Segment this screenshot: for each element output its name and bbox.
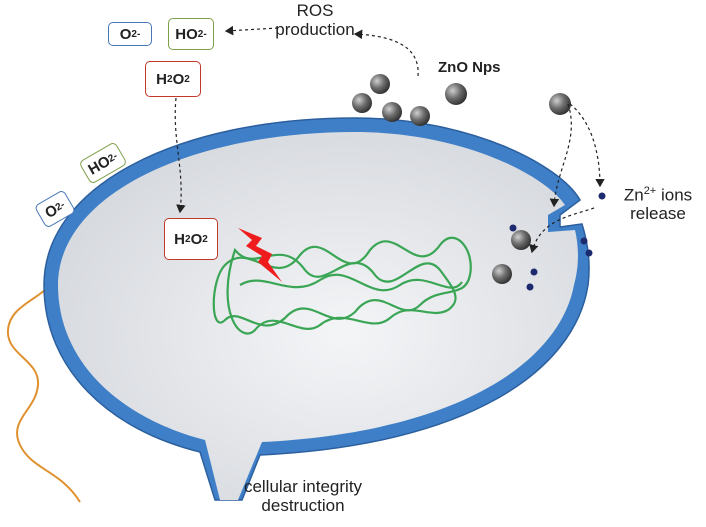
zinc-ion [526,283,534,291]
ho2-base: HO [175,25,198,43]
zn-rest: ions [656,185,693,205]
h2o2-b: O [172,70,185,88]
arrow-h2o2-into-cell [174,97,186,214]
ros-production-label: ROS production [255,1,375,39]
nanoparticle [445,83,467,105]
h2o2-sub1: 2 [167,73,173,85]
arrow-ion-release [529,207,595,254]
integrity-line2: destruction [261,495,345,515]
cellular-integrity-label: cellular integrity destruction [228,477,378,515]
zinc-ions-line1: Zn2+ ions [612,185,704,205]
nanoparticle [511,230,531,250]
zinc-ion [509,224,517,232]
arrow-zno-to-ros [353,29,419,77]
nanoparticle [492,264,512,284]
zno-nps-label: ZnO Nps [438,59,501,76]
nanoparticle [382,102,402,122]
h2o2-sub1: 2 [185,233,191,245]
zn-base: Zn [623,185,644,205]
ros-line2: production [275,19,355,39]
h2o2-b: O [190,230,203,248]
arrow-np-to-ion [569,103,605,188]
zinc-ions-release-label: Zn2+ ions release [612,185,704,224]
h2o2-a: H [156,70,168,88]
h2o2-sub2: 2 [184,73,190,85]
o2-sub: 2 [131,28,137,40]
zinc-ion [580,237,588,245]
nanoparticle [370,74,390,94]
ho2-sup: - [203,28,207,40]
damage-lightning-icon [238,228,282,282]
h2o2-sub2: 2 [202,233,208,245]
integrity-line1: cellular integrity [243,477,363,496]
flagellum-tail [6,281,81,503]
o2-base: O [119,25,132,43]
nanoparticle [410,106,430,126]
zinc-ion [585,249,593,257]
ho2-sub: 2 [197,28,204,40]
o2-sup: - [136,28,141,40]
nanoparticle [549,93,571,115]
zn-sup: 2+ [643,185,657,197]
h2o2-a: H [174,230,186,248]
arrow-ros-to-ho2 [224,25,279,36]
zinc-ion [598,192,606,200]
nanoparticle [352,93,372,113]
zinc-ions-line2: release [630,204,686,224]
zinc-ion [530,268,538,276]
dna-coil [212,236,472,335]
ros-line1: ROS [296,1,334,20]
